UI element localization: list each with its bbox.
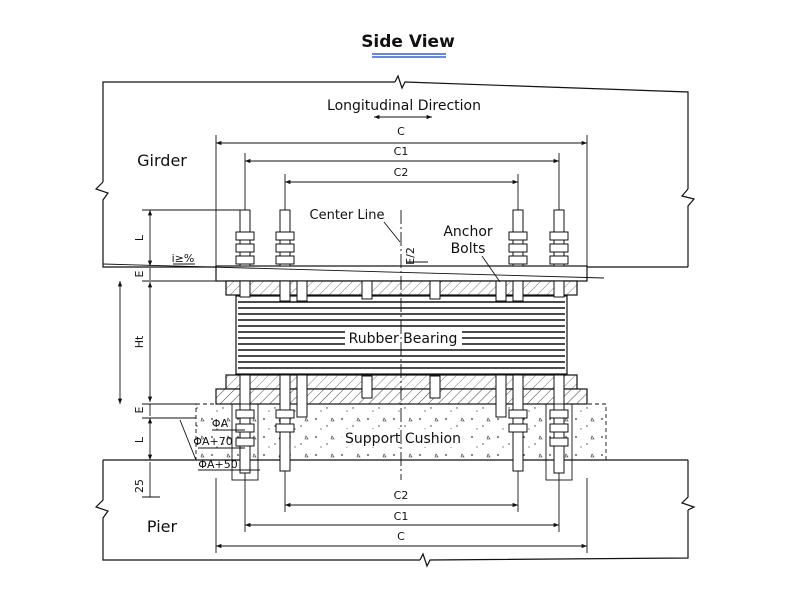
dim-c1-top-label: C1: [394, 145, 409, 158]
dim-25-label: 25: [133, 479, 146, 493]
left-vertical-dimensions: [117, 209, 240, 498]
dim-c2-top-label: C2: [394, 166, 409, 179]
center-line-leader: [383, 221, 401, 243]
dim-c1-bottom-label: C1: [394, 510, 409, 523]
slope-label: i≥%: [172, 252, 195, 265]
dim-l-bottom-label: L: [133, 436, 146, 443]
anchor-bolts-label-line1: Anchor: [443, 224, 493, 240]
page-title: Side View: [361, 32, 455, 52]
dim-c-top-label: C: [397, 125, 405, 138]
dimension-c2-top: C2: [284, 166, 519, 210]
anchor-bolts-leader: [481, 255, 501, 283]
e-half-label: E/2: [404, 247, 417, 265]
longitudinal-direction-label: Longitudinal Direction: [327, 98, 481, 114]
phi-annotations: [179, 419, 260, 471]
dimension-c-top: C: [215, 125, 588, 267]
rubber-bearing-body: [235, 295, 568, 375]
dim-c-bottom-label: C: [397, 530, 405, 543]
upper-anchor-bolts: [235, 209, 569, 267]
title-underline: [372, 53, 446, 58]
dim-c2-bottom-label: C2: [394, 489, 409, 502]
dimension-c-bottom: C: [215, 478, 588, 553]
center-line-label: Center Line: [310, 208, 385, 223]
girder-label: Girder: [137, 151, 187, 170]
phi-a50-label: ΦA+50: [198, 458, 237, 471]
dim-e-bottom-label: E: [133, 406, 146, 413]
dim-ht-label: Ht: [133, 335, 146, 348]
upper-bolt-sleeves: [239, 280, 565, 302]
phi-a-label: ΦA: [212, 417, 229, 430]
pier-label: Pier: [147, 517, 178, 536]
upper-top-plate: [215, 265, 588, 282]
lower-anchor-bolts: [235, 374, 569, 474]
slope-line: [102, 263, 605, 279]
phi-a70-label: ΦA+70: [193, 435, 232, 448]
dim-l-top-label: L: [133, 234, 146, 241]
dim-e-top-label: E: [133, 270, 146, 277]
support-cushion-label: Support Cushion: [345, 431, 461, 447]
pier-anchor-pockets: [231, 403, 573, 481]
dimension-c1-top: C1: [244, 145, 560, 210]
rubber-bearing-label: Rubber Bearing: [349, 331, 458, 347]
dimension-c2-bottom: C2: [284, 470, 519, 512]
anchor-bolts-label-line2: Bolts: [451, 241, 486, 257]
